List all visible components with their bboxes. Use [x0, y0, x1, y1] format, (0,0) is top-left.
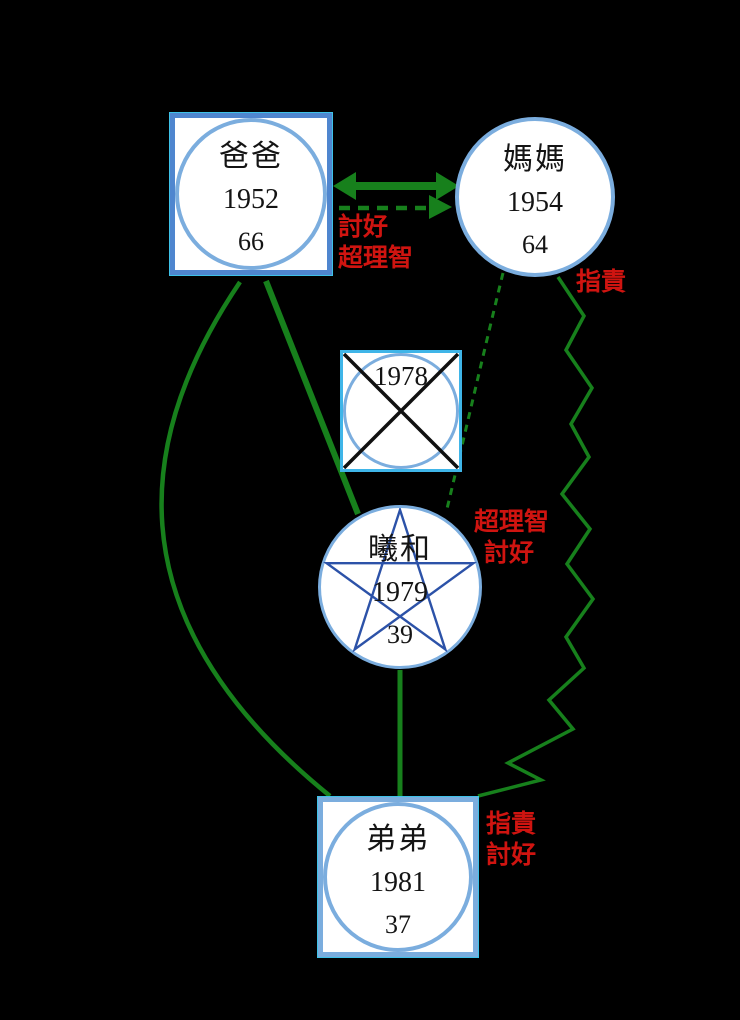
father-mother-solid-arrow [333, 172, 459, 200]
father-age: 66 [238, 227, 264, 256]
arrowhead-right-icon [436, 172, 459, 200]
node-mother: 媽媽 1954 64 [455, 117, 615, 277]
father-self-line [263, 279, 361, 516]
father-circle-icon [175, 118, 327, 270]
label-self-side: 超理智 討好 [474, 506, 549, 568]
arrowhead-left-icon [333, 172, 356, 200]
self-name: 曦和 [368, 533, 432, 566]
node-brother: 弟弟 1981 37 [317, 796, 479, 958]
label-mother-line1: 指責 [576, 267, 627, 296]
mother-name: 媽媽 [503, 143, 567, 176]
arrowhead-right-icon [429, 195, 452, 219]
label-couple-line1: 討好 [338, 212, 389, 241]
brother-birth-year: 1981 [370, 867, 426, 898]
father-brother-curve [159, 280, 332, 798]
brother-age: 37 [385, 910, 411, 939]
label-self-line1: 超理智 [474, 507, 550, 536]
self-birth-year: 1979 [372, 577, 428, 608]
star-icon [322, 508, 478, 653]
label-couple-line2: 超理智 [338, 243, 414, 272]
mother-birth-year: 1954 [507, 187, 563, 218]
label-brother-line2: 討好 [486, 840, 537, 869]
brother-name: 弟弟 [366, 823, 430, 856]
node-self: 曦和 1979 39 [318, 505, 482, 669]
label-self-line2: 討好 [484, 538, 535, 567]
node-father: 爸爸 1952 66 [169, 112, 333, 276]
node-deceased-child: 1978 [340, 350, 462, 472]
label-brother-line1: 指責 [486, 809, 537, 838]
father-birth-year: 1952 [223, 184, 279, 215]
label-mother-side: 指責 [576, 266, 626, 297]
label-brother-side: 指責 討好 [486, 808, 536, 870]
deceased-birth-year: 1978 [374, 361, 428, 391]
mother-age: 64 [522, 230, 548, 259]
self-age: 39 [387, 620, 413, 649]
father-mother-dashed-arrow [339, 195, 452, 219]
deceased-circle-icon [343, 353, 459, 469]
mother-brother-zigzag-line [477, 276, 596, 798]
mother-self-dashed-line [444, 272, 505, 514]
label-couple: 討好 超理智 [338, 211, 413, 273]
brother-circle-icon [323, 802, 473, 952]
deceased-cross-icon [343, 353, 459, 469]
father-name: 爸爸 [219, 140, 283, 173]
